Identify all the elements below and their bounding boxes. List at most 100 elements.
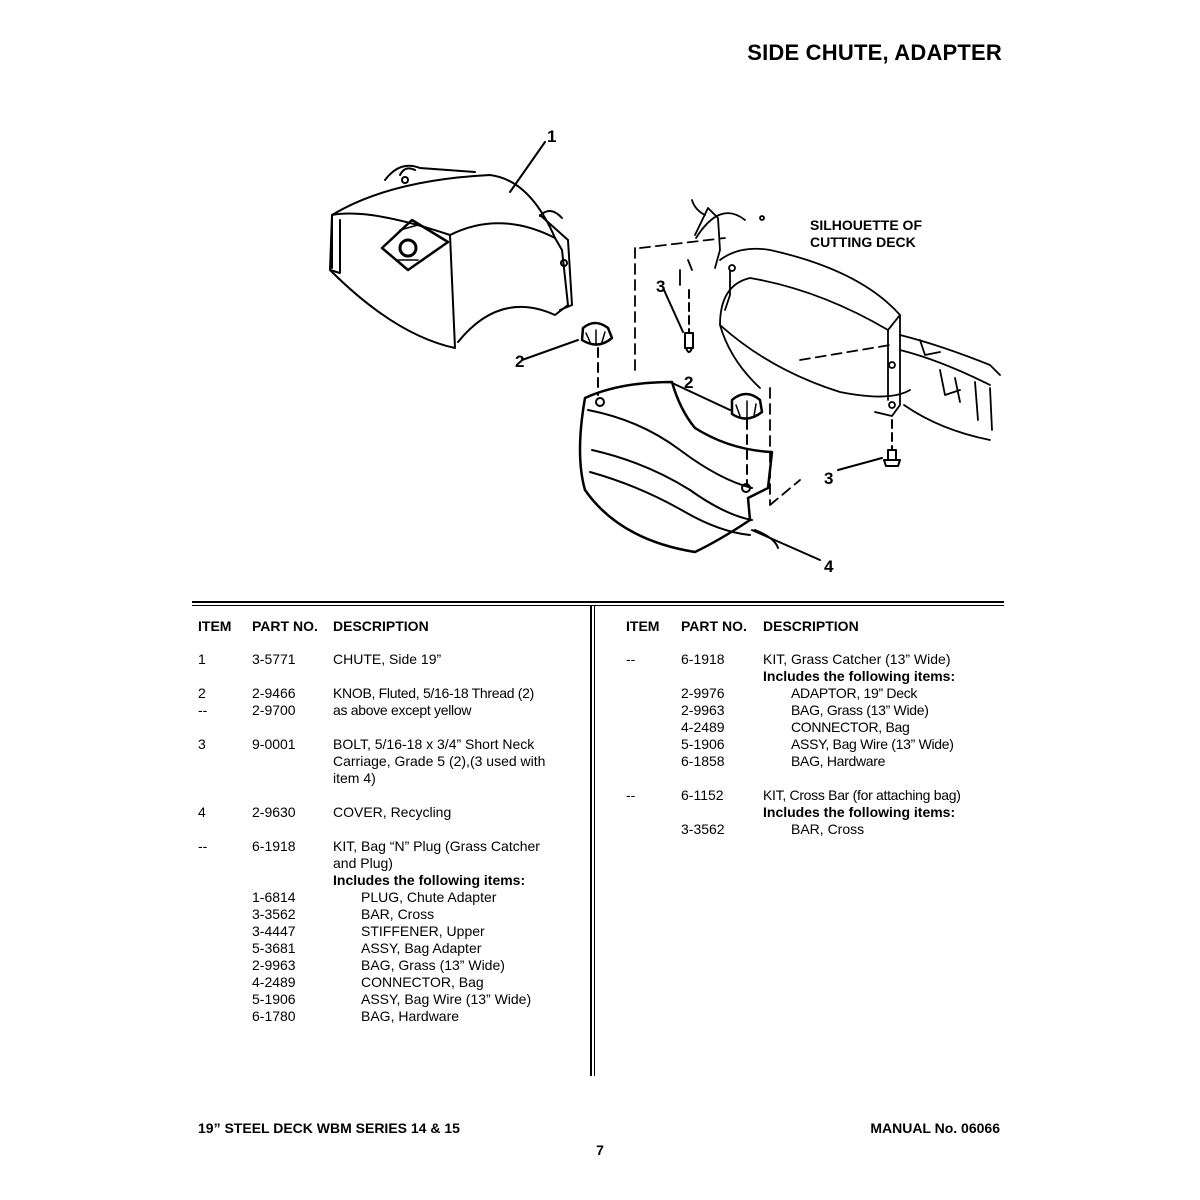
row-part-no: 6-1918: [252, 838, 296, 854]
footer-model: 19” STEEL DECK WBM SERIES 14 & 15: [198, 1120, 460, 1136]
row-item: --: [198, 702, 208, 718]
row-description: KIT, Grass Catcher (13” Wide): [763, 651, 951, 667]
row-part-no: 4-2489: [681, 719, 725, 735]
row-part-no: 2-9466: [252, 685, 296, 701]
table-top-rule: [192, 601, 1004, 603]
row-part-no: 3-3562: [252, 906, 296, 922]
row-part-no: 5-1906: [252, 991, 296, 1007]
row-part-no: 2-9976: [681, 685, 725, 701]
callout-1: 1: [547, 127, 556, 146]
sub-item-row: 4-2489 CONNECTOR, Bag: [626, 719, 1006, 736]
row-description: ASSY, Bag Wire (13” Wide): [361, 991, 532, 1007]
silhouette-label-line2: CUTTING DECK: [810, 234, 916, 250]
sub-item-row: 5-1906 ASSY, Bag Wire (13” Wide): [198, 991, 583, 1008]
cutting-deck-silhouette: [634, 199, 1001, 506]
row-description: CONNECTOR, Bag: [791, 719, 910, 735]
row-description: ASSY, Bag Adapter: [361, 940, 482, 956]
table-row: -- 6-1918 KIT, Grass Catcher (13” Wide): [626, 651, 1006, 668]
table-row: 3 9-0001 BOLT, 5/16-18 x 3/4” Short Neck: [198, 736, 583, 753]
table-row-continuation: Carriage, Grade 5 (2),(3 used with: [198, 753, 583, 770]
sub-item-row: 5-1906 ASSY, Bag Wire (13” Wide): [626, 736, 1006, 753]
row-description: COVER, Recycling: [333, 804, 452, 820]
callout-2-right: 2: [684, 373, 693, 392]
knob-illustration-right: [730, 392, 764, 486]
row-part-no: 3-5771: [252, 651, 296, 667]
row-part-no: 6-1152: [681, 787, 724, 803]
row-part-no: 3-3562: [681, 821, 725, 837]
row-item: 3: [198, 736, 206, 752]
sub-item-row: 6-1780 BAG, Hardware: [198, 1008, 583, 1025]
row-description: ASSY, Bag Wire (13” Wide): [791, 736, 954, 752]
header-item: ITEM: [198, 618, 232, 634]
table-row-continuation: item 4): [198, 770, 583, 787]
row-part-no: 6-1918: [681, 651, 725, 667]
row-part-no: 3-4447: [252, 923, 296, 939]
row-part-no: 2-9963: [681, 702, 725, 718]
table-row: -- 6-1918 KIT, Bag “N” Plug (Grass Catch…: [198, 838, 583, 855]
row-item: --: [626, 787, 636, 803]
row-part-no: 9-0001: [252, 736, 296, 752]
sub-item-row: 4-2489 CONNECTOR, Bag: [198, 974, 583, 991]
row-part-no: 5-3681: [252, 940, 296, 956]
callout-3-upper: 3: [656, 277, 665, 296]
table-row: 2 2-9466 KNOB, Fluted, 5/16-18 Thread (2…: [198, 685, 583, 702]
sub-item-row: 5-3681 ASSY, Bag Adapter: [198, 940, 583, 957]
includes-label: Includes the following items:: [626, 804, 1006, 821]
column-divider-thin: [594, 606, 595, 1076]
includes-label-text: Includes the following items:: [763, 668, 956, 684]
knob-illustration-left: [580, 321, 614, 396]
row-description: Carriage, Grade 5 (2),(3 used with: [333, 753, 546, 769]
table-row: 4 2-9630 COVER, Recycling: [198, 804, 583, 821]
row-description: KIT, Cross Bar (for attaching bag): [763, 787, 961, 803]
bolt-illustration-lower: [883, 419, 901, 467]
header-description: DESCRIPTION: [763, 618, 859, 634]
table-row: -- 2-9700 as above except yellow: [198, 702, 583, 719]
row-part-no: 5-1906: [681, 736, 725, 752]
row-description: BAR, Cross: [791, 821, 865, 837]
row-description: BOLT, 5/16-18 x 3/4” Short Neck: [333, 736, 535, 752]
column-divider: [590, 606, 592, 1076]
row-part-no: 4-2489: [252, 974, 296, 990]
includes-label-text: Includes the following items:: [763, 804, 956, 820]
table-header-left: ITEM PART NO. DESCRIPTION: [198, 618, 583, 636]
callout-4: 4: [824, 557, 834, 576]
footer-manual-number: MANUAL No. 06066: [870, 1120, 1000, 1136]
callout-leaders: [509, 141, 883, 561]
row-item: --: [626, 651, 636, 667]
parts-table-right: ITEM PART NO. DESCRIPTION -- 6-1918 KIT,…: [626, 618, 1006, 838]
table-row: -- 6-1152 KIT, Cross Bar (for attaching …: [626, 787, 1006, 804]
header-part-no: PART NO.: [681, 618, 747, 634]
row-item: 1: [198, 651, 206, 667]
sub-item-row: 6-1858 BAG, Hardware: [626, 753, 1006, 770]
row-description: PLUG, Chute Adapter: [361, 889, 497, 905]
page-number: 7: [596, 1142, 604, 1158]
row-part-no: 6-1858: [681, 753, 725, 769]
sub-item-row: 2-9976 ADAPTOR, 19” Deck: [626, 685, 1006, 702]
row-description: STIFFENER, Upper: [361, 923, 485, 939]
sub-item-row: 3-3562 BAR, Cross: [626, 821, 1006, 838]
parts-table-left: ITEM PART NO. DESCRIPTION 1 3-5771 CHUTE…: [198, 618, 583, 1025]
table-row: 1 3-5771 CHUTE, Side 19”: [198, 651, 583, 668]
row-item: 4: [198, 804, 206, 820]
sub-item-row: 3-3562 BAR, Cross: [198, 906, 583, 923]
row-description: as above except yellow: [333, 702, 472, 718]
row-description: ADAPTOR, 19” Deck: [791, 685, 918, 701]
header-description: DESCRIPTION: [333, 618, 429, 634]
sub-item-row: 2-9963 BAG, Grass (13” Wide): [198, 957, 583, 974]
bolt-illustration-upper: [684, 289, 694, 353]
row-description: BAG, Hardware: [361, 1008, 460, 1024]
sub-item-row: 2-9963 BAG, Grass (13” Wide): [626, 702, 1006, 719]
includes-label-text: Includes the following items:: [333, 872, 526, 888]
row-part-no: 6-1780: [252, 1008, 296, 1024]
row-description: KIT, Bag “N” Plug (Grass Catcher: [333, 838, 540, 854]
row-item: 2: [198, 685, 206, 701]
row-part-no: 2-9630: [252, 804, 296, 820]
row-part-no: 1-6814: [252, 889, 296, 905]
row-description: item 4): [333, 770, 376, 786]
row-description: BAG, Hardware: [791, 753, 886, 769]
row-part-no: 2-9700: [252, 702, 296, 718]
row-description: BAG, Grass (13” Wide): [791, 702, 929, 718]
row-item: --: [198, 838, 208, 854]
header-item: ITEM: [626, 618, 660, 634]
row-description: CONNECTOR, Bag: [361, 974, 484, 990]
